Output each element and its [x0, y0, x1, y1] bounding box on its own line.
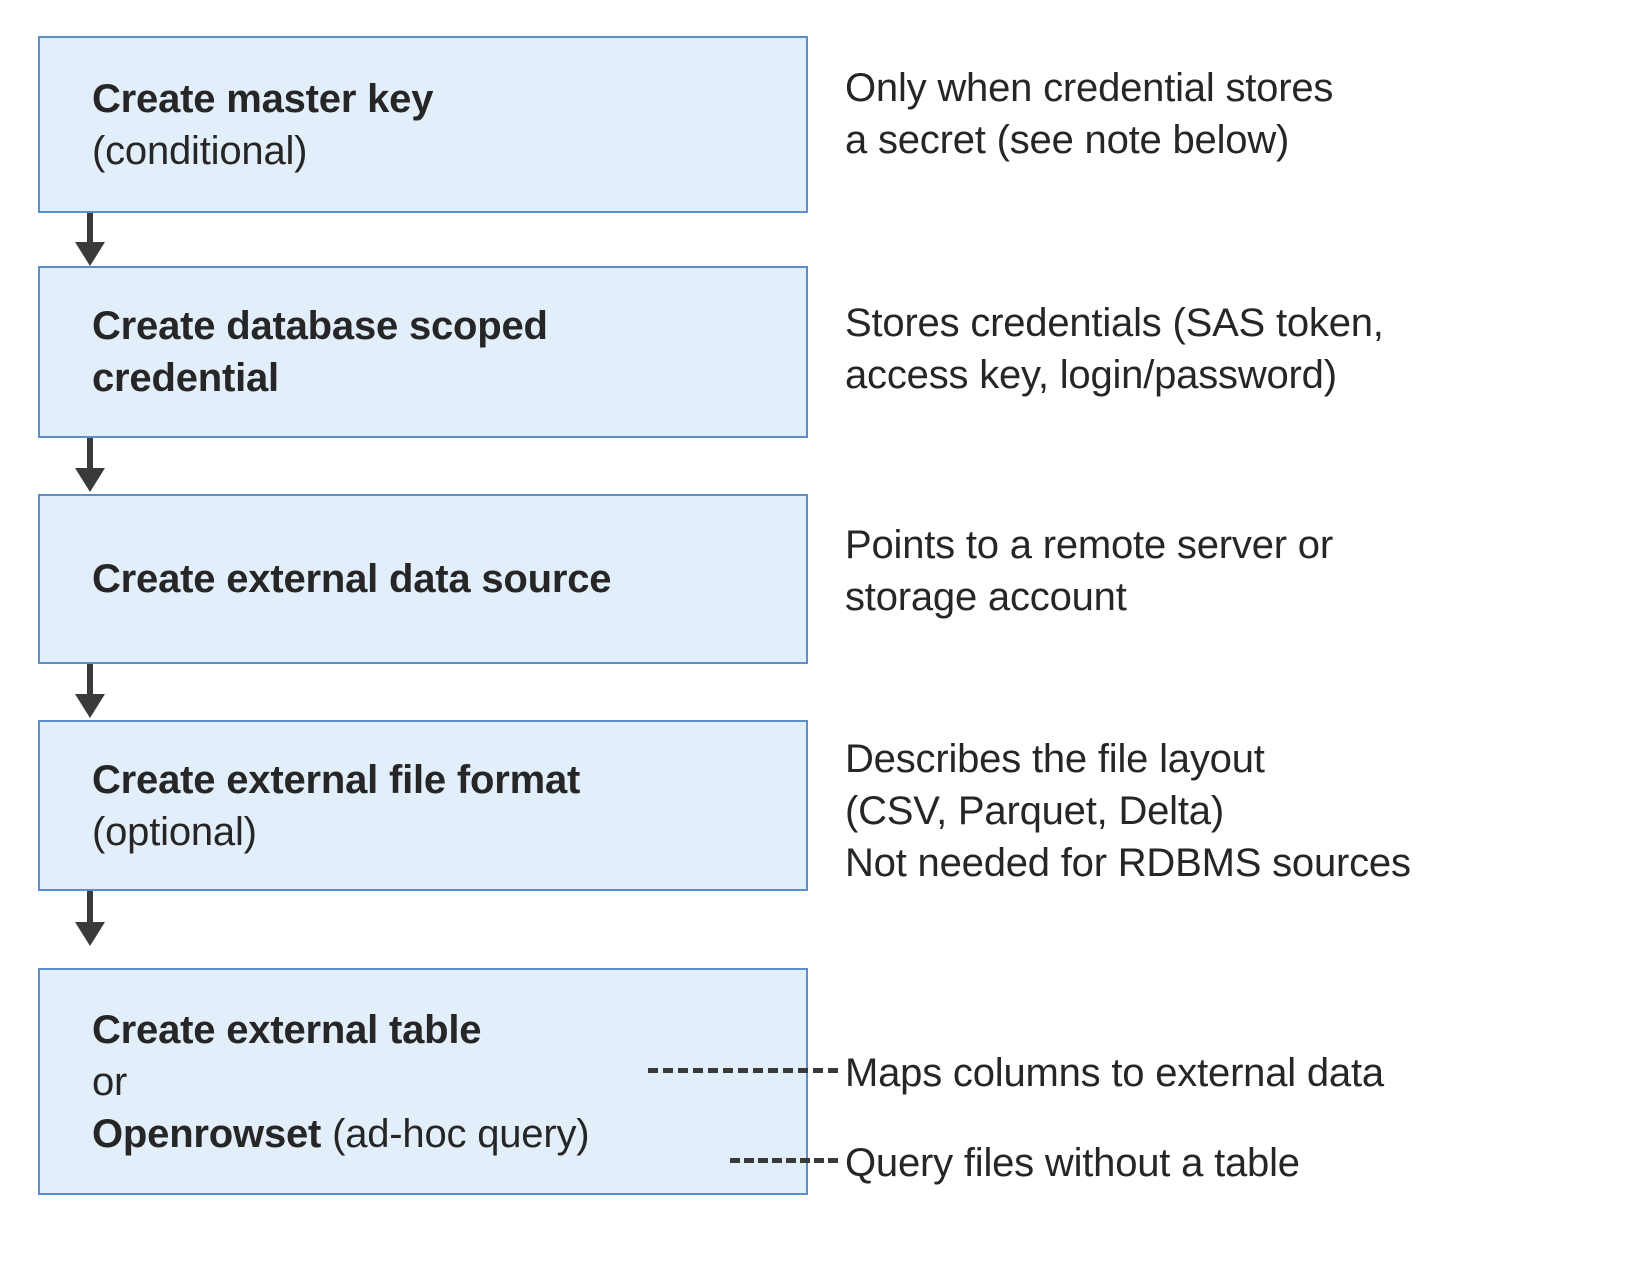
arrow-down-icon [75, 213, 105, 266]
note-create-database-scoped-credential: Stores credentials (SAS token, access ke… [845, 297, 1384, 401]
note-create-external-table: Maps columns to external data [845, 1051, 1384, 1095]
arrow-down-icon [75, 664, 105, 720]
step-title-openrowset: Openrowset [92, 1111, 322, 1156]
dashed-connector-openrowset [730, 1158, 838, 1163]
dashed-connector-external-table [648, 1068, 838, 1073]
note-line: Points to a remote server or [845, 523, 1333, 567]
step-title-create-external-table: Create external table [92, 1007, 482, 1052]
note-line: Describes the file layout [845, 737, 1265, 781]
step-connector-or: or [92, 1059, 128, 1104]
flow-box-create-external-table-or-openrowset[interactable]: Create external table or Openrowset (ad-… [38, 968, 808, 1195]
step-title-create-external-file-format: Create external file format [92, 757, 581, 802]
note-create-master-key: Only when credential stores a secret (se… [845, 62, 1333, 166]
flow-box-create-external-data-source[interactable]: Create external data source [38, 494, 808, 664]
note-line: storage account [845, 575, 1127, 619]
flow-box-create-database-scoped-credential[interactable]: Create database scoped credential [38, 266, 808, 438]
note-line: Not needed for RDBMS sources [845, 841, 1411, 885]
note-create-external-data-source: Points to a remote server or storage acc… [845, 519, 1333, 623]
note-line: Stores credentials (SAS token, [845, 301, 1384, 345]
flow-box-create-master-key[interactable]: Create master key (conditional) [38, 36, 808, 213]
step-subtitle-create-master-key: (conditional) [92, 128, 308, 173]
arrow-down-icon [75, 438, 105, 494]
note-line: Only when credential stores [845, 66, 1334, 110]
note-openrowset: Query files without a table [845, 1141, 1300, 1185]
note-line: (CSV, Parquet, Delta) [845, 789, 1224, 833]
step-title-create-external-data-source: Create external data source [92, 557, 612, 601]
note-line: access key, login/password) [845, 353, 1337, 397]
arrow-down-icon [75, 891, 105, 949]
note-create-external-file-format: Describes the file layout (CSV, Parquet,… [845, 733, 1411, 889]
note-line: a secret (see note below) [845, 118, 1290, 162]
step-title-openrowset-suffix: (ad-hoc query) [321, 1111, 590, 1156]
step-title-openrowset-row: Openrowset (ad-hoc query) [40, 1108, 806, 1160]
step-title-create-master-key: Create master key [92, 76, 434, 121]
step-title-line-1: Create database scoped [92, 304, 548, 348]
step-subtitle-create-external-file-format: (optional) [92, 809, 257, 854]
flow-box-create-external-file-format[interactable]: Create external file format (optional) [38, 720, 808, 891]
step-title-line-2: credential [92, 356, 279, 400]
